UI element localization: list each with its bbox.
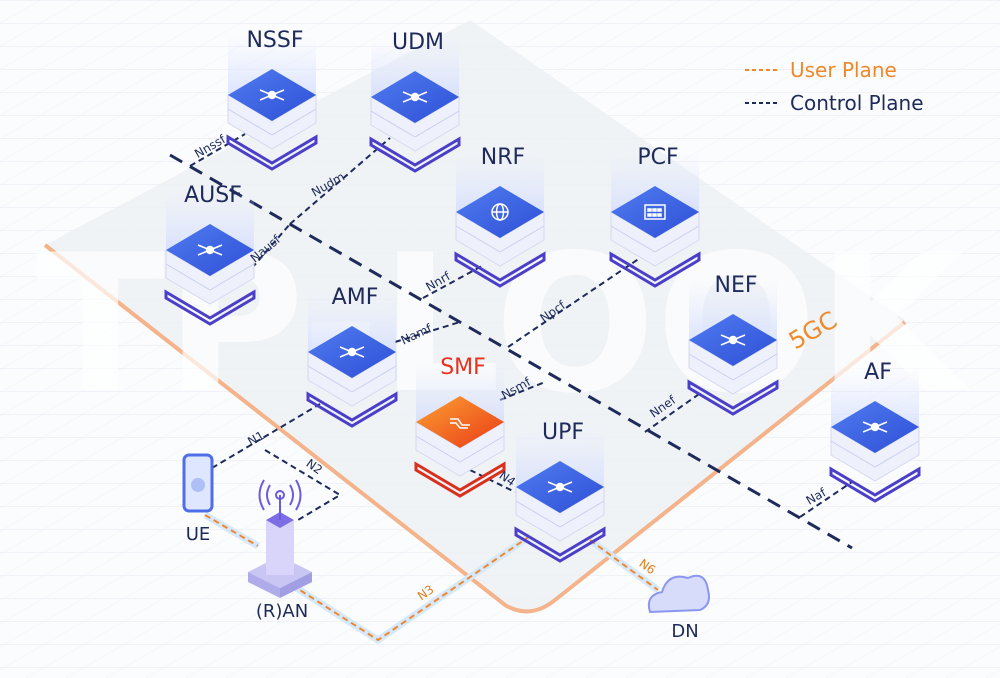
af-base-ring	[829, 466, 921, 503]
node-nrf[interactable]: NRF	[454, 145, 546, 288]
links	[189, 133, 853, 645]
amf-label: AMF	[332, 285, 379, 310]
nodes: NSSF UDM NRF PCF AUSF AMF NEF SMF UPF AF	[164, 28, 921, 563]
node-smf[interactable]: SMF	[414, 355, 506, 498]
cloud-icon	[191, 478, 205, 492]
nssf-label: NSSF	[246, 28, 303, 53]
cloud-icon	[647, 574, 710, 614]
network-hub-icon	[259, 89, 285, 101]
nnef-link	[644, 391, 703, 433]
ausf-base-ring	[164, 289, 256, 326]
pcf-base-ring	[609, 251, 701, 288]
nef-base-ring	[687, 379, 779, 416]
node-ausf[interactable]: AUSF	[164, 183, 256, 326]
n1-link	[211, 403, 321, 469]
naf-link	[799, 481, 853, 518]
node-nssf[interactable]: NSSF	[226, 28, 318, 171]
amf-base-ring	[306, 391, 398, 428]
udm-base-ring	[369, 136, 461, 173]
core-platform	[45, 20, 905, 612]
nef-label: NEF	[714, 273, 757, 298]
smf-label: SMF	[440, 355, 486, 380]
nudm-link	[289, 137, 391, 225]
node-udm[interactable]: UDM	[369, 30, 461, 173]
nrf-label: NRF	[481, 145, 525, 170]
network-hub-icon	[547, 481, 573, 493]
n6-link	[589, 539, 659, 591]
network-hub-icon	[862, 421, 888, 433]
calculator-icon	[644, 204, 666, 220]
ran-tower[interactable]: (R)AN	[248, 479, 312, 622]
node-af[interactable]: AF	[829, 360, 921, 503]
legend-control-plane-label: Control Plane	[790, 91, 924, 115]
node-pcf[interactable]: PCF	[609, 145, 701, 288]
network-hub-icon	[402, 91, 428, 103]
n3-link	[291, 535, 531, 642]
pcf-top	[611, 186, 699, 238]
network-hub-icon	[197, 244, 223, 256]
n4-link	[469, 469, 516, 493]
n2-link	[264, 449, 342, 521]
nsmf-link	[499, 381, 546, 401]
udm-label: UDM	[392, 30, 444, 55]
ue-device[interactable]: UE	[182, 453, 214, 545]
node-upf[interactable]: UPF	[514, 420, 606, 563]
smf-base-ring	[414, 461, 506, 498]
nrf-base-ring	[454, 251, 546, 288]
npcf-link	[507, 257, 641, 348]
dn-cloud[interactable]: DN	[647, 574, 710, 642]
namf-link	[394, 321, 461, 343]
dn-label: DN	[671, 621, 698, 642]
node-nef[interactable]: NEF	[687, 273, 779, 416]
network-hub-icon	[339, 346, 365, 358]
ue-label: UE	[186, 524, 211, 545]
ran-label: (R)AN	[256, 601, 308, 622]
nnrf-link	[422, 265, 483, 299]
nnssf-link	[189, 133, 246, 167]
network-hub-icon	[720, 334, 746, 346]
upf-base-ring	[514, 526, 606, 563]
legend-user-plane-label: User Plane	[790, 58, 897, 82]
af-label: AF	[864, 360, 892, 385]
nssf-base-ring	[226, 134, 318, 171]
ausf-label: AUSF	[184, 183, 242, 208]
ran-pillar	[266, 520, 294, 575]
pcf-label: PCF	[637, 145, 678, 170]
ue-ran-link	[204, 514, 259, 547]
upf-label: UPF	[542, 420, 584, 445]
routing-icon	[450, 418, 470, 429]
legend: User Plane Control Plane	[745, 58, 924, 115]
node-amf[interactable]: AMF	[306, 285, 398, 428]
globe-icon	[491, 203, 509, 221]
control-plane-bus	[169, 153, 853, 550]
core-boundary	[43, 243, 907, 614]
